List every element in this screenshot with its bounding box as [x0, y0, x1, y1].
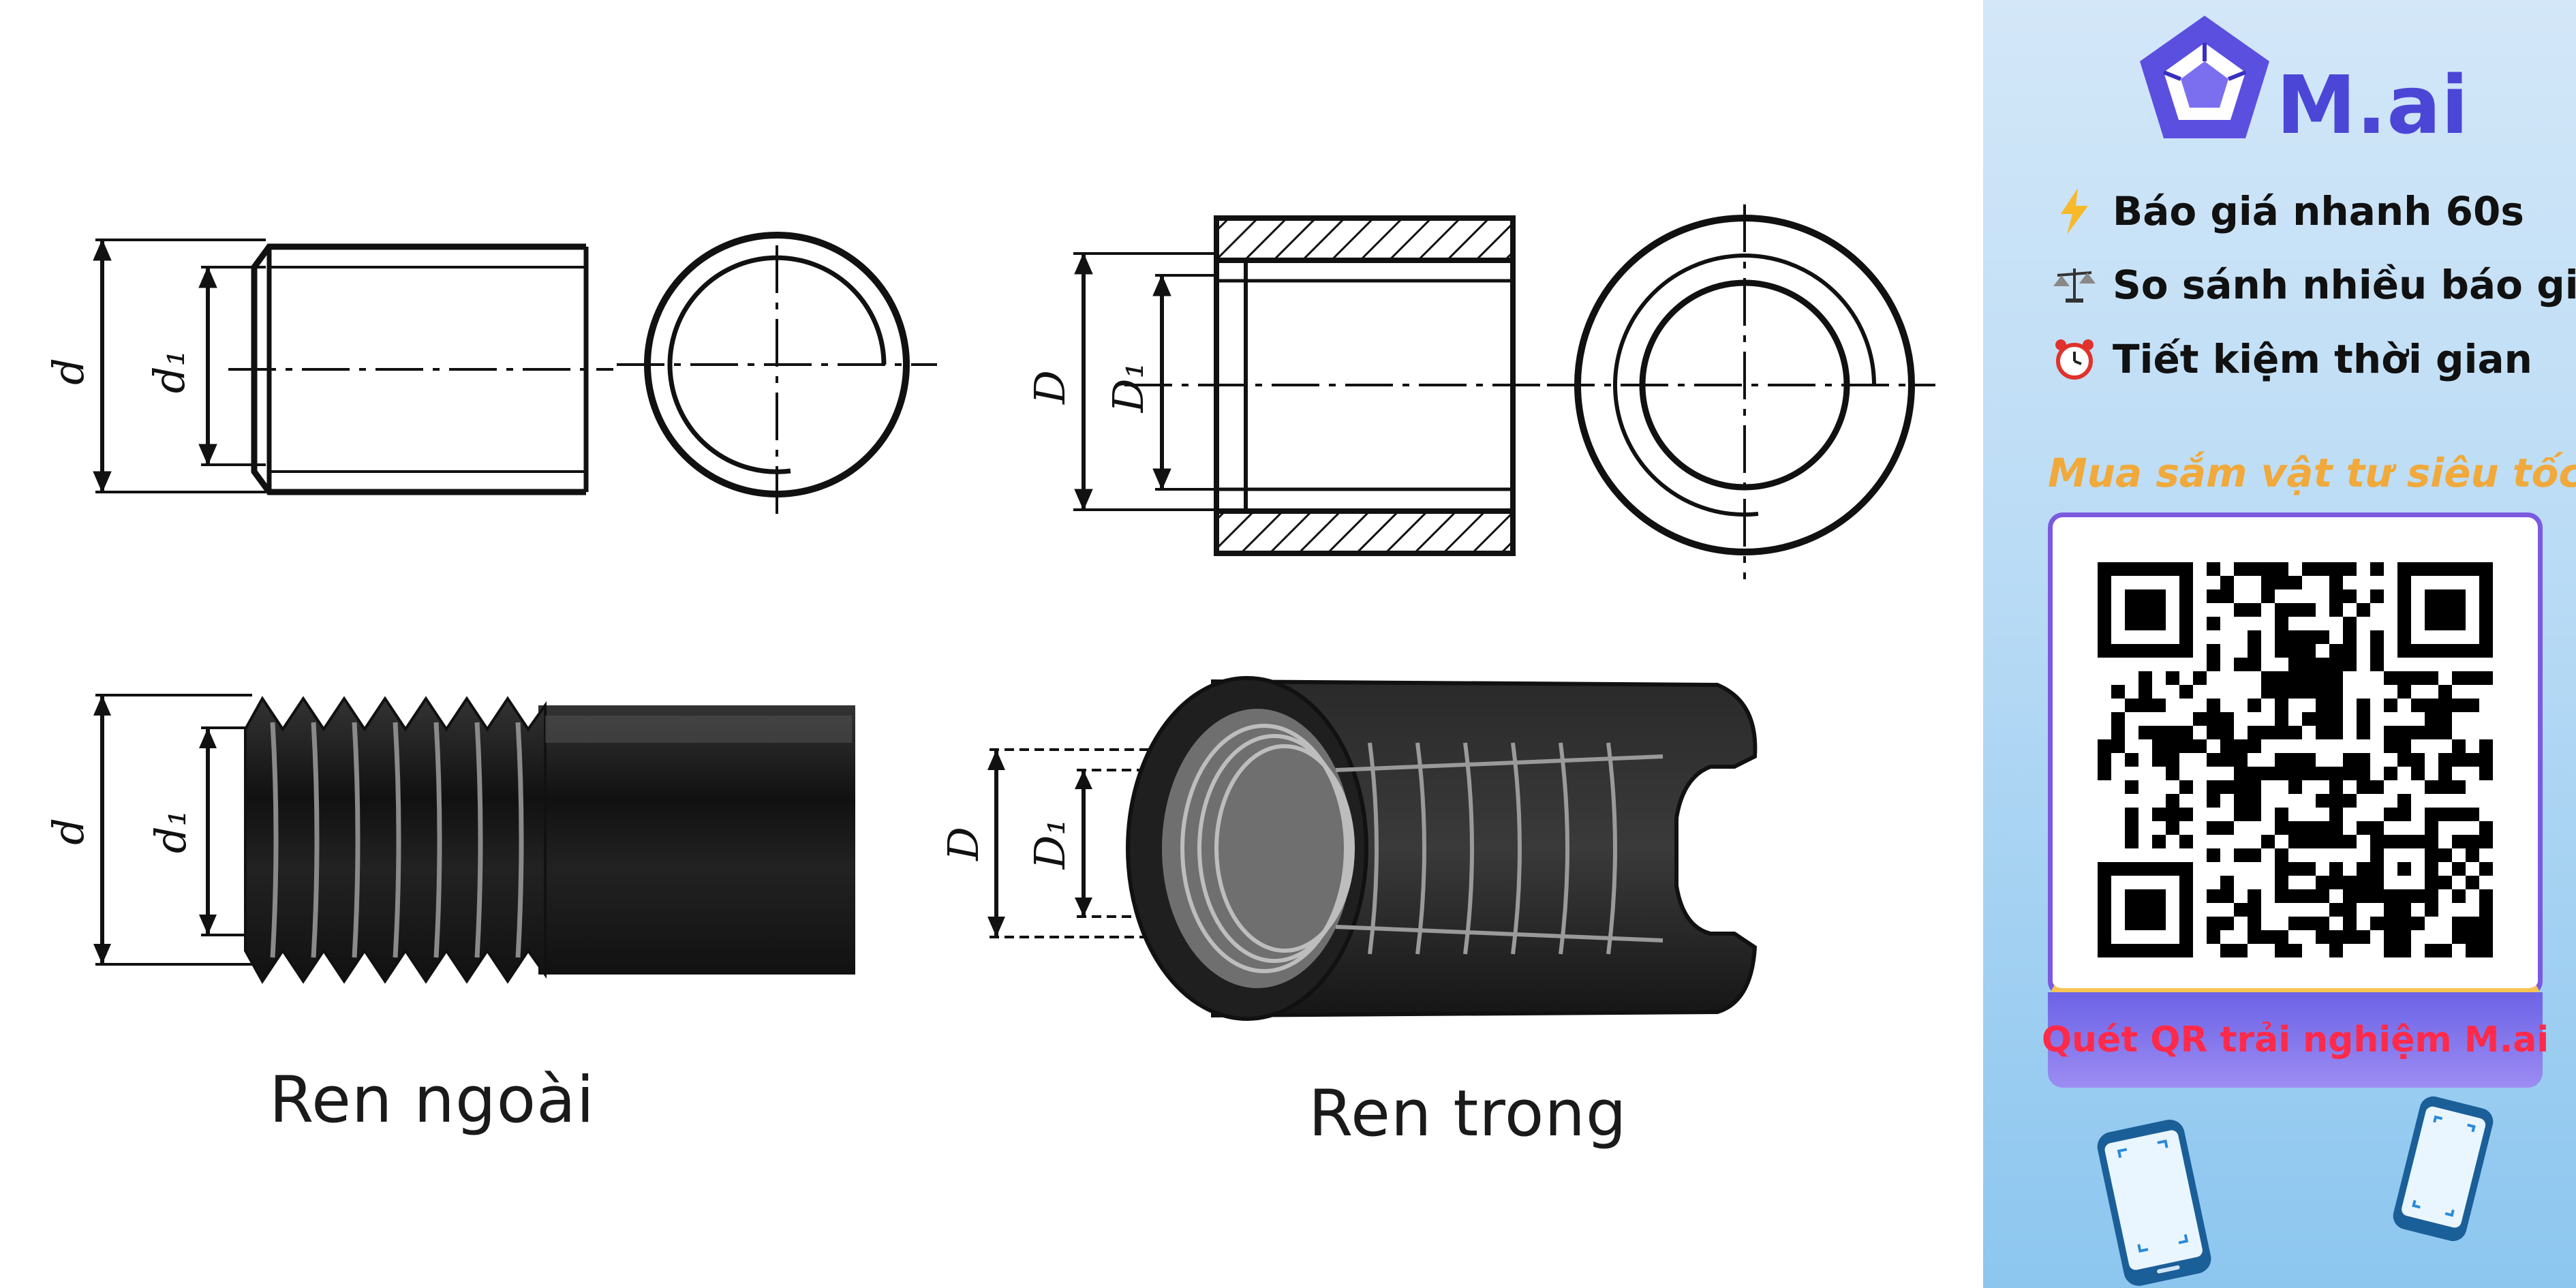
label-d1-top: d₁	[144, 350, 194, 394]
phone-icon	[2097, 1119, 2211, 1286]
external-thread-side-view	[93, 239, 613, 495]
feature-label: Báo giá nhanh 60s	[2113, 188, 2524, 234]
thread-diagram-svg: d d₁ D D₁ d d₁ D D₁	[44, 204, 1935, 1021]
label-D1-bottom: D₁	[1025, 818, 1075, 870]
feature-save-time: Tiết kiệm thời gian	[2051, 328, 2532, 390]
external-thread-photo-bolt	[93, 694, 855, 984]
phone-icon	[2393, 1096, 2494, 1242]
label-d-top: d	[44, 358, 93, 385]
feature-compare-quotes: So sánh nhiều báo giá	[2051, 254, 2576, 316]
feature-label: So sánh nhiều báo giá	[2113, 262, 2576, 308]
label-d-bottom: d	[44, 818, 93, 845]
feature-label: Tiết kiệm thời gian	[2113, 336, 2532, 382]
internal-thread-section-view	[1073, 215, 1540, 556]
lightning-icon	[2051, 188, 2098, 234]
feature-quick-quote: Báo giá nhanh 60s	[2051, 181, 2524, 242]
caption-internal-thread: Ren trong	[1308, 1077, 1627, 1151]
brand-name: M.ai	[2276, 58, 2469, 152]
qr-code[interactable]	[2098, 562, 2493, 957]
caption-external-thread: Ren ngoài	[269, 1063, 595, 1137]
label-D-top: D	[1025, 370, 1075, 405]
label-d1-bottom: d₁	[146, 810, 196, 854]
brand-logo	[2140, 16, 2269, 138]
internal-thread-end-view	[1547, 204, 1935, 579]
external-thread-end-view	[617, 232, 937, 518]
scan-qr-cta[interactable]: Quét QR trải nghiệm M.ai	[2042, 992, 2549, 1088]
alarm-clock-icon	[2051, 336, 2098, 382]
internal-thread-photo-tube	[987, 676, 1758, 1021]
label-D-bottom: D	[938, 827, 988, 861]
thread-diagram: d d₁ D D₁ d d₁ D D₁ Ren ngoài Ren trong	[44, 204, 1935, 1151]
dimension-labels: d d₁ D D₁ d d₁ D D₁	[44, 350, 1153, 870]
tagline: Mua sắm vật tư siêu tốc	[2048, 450, 2576, 496]
ad-panel: M.ai Báo giá nhanh 60s So sánh nhiều báo…	[1983, 0, 2576, 1288]
qr-code-card[interactable]	[2048, 512, 2543, 996]
scale-icon	[2051, 262, 2098, 308]
cta-label: Quét QR trải nghiệm M.ai	[2041, 1019, 2549, 1060]
label-D1-top: D₁	[1103, 362, 1153, 414]
